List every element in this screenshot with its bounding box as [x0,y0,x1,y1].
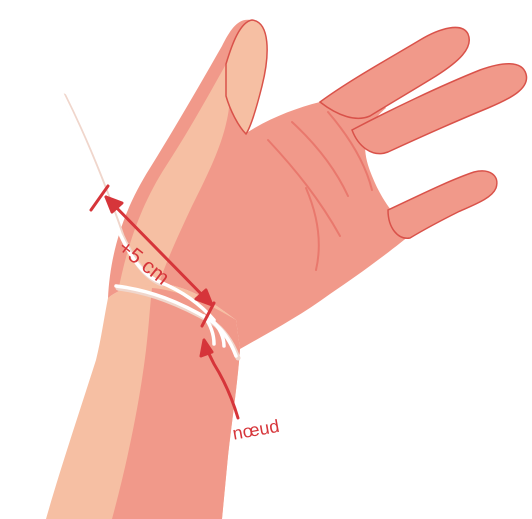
little-finger [388,171,497,238]
